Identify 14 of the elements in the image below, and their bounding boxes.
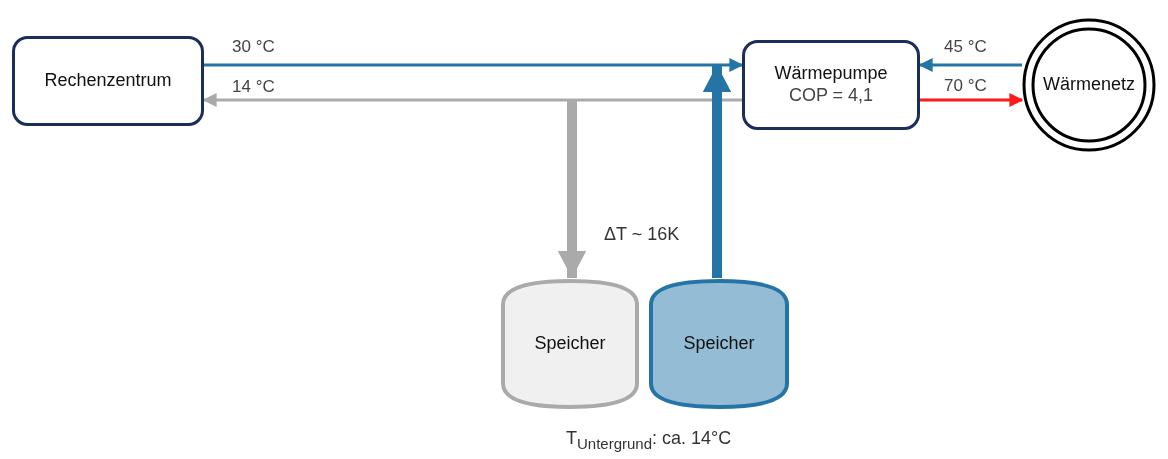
node-title: Wärmenetz xyxy=(1043,74,1135,96)
arrow xyxy=(920,93,1024,107)
annotation-text: T$_{Untergrund}$: ca. 14°C xyxy=(566,428,732,452)
arrow xyxy=(204,58,744,72)
annotation-text: ΔT ~ 16K xyxy=(604,224,680,245)
arrow xyxy=(557,100,587,278)
node-title: Wärmepumpe xyxy=(774,63,888,85)
node-title: Speicher xyxy=(683,333,755,355)
arrow xyxy=(702,65,732,278)
arrow xyxy=(202,93,742,107)
node-value: COP = 4,1 xyxy=(788,85,874,107)
node-title: Rechenzentrum xyxy=(44,70,172,92)
arrow xyxy=(918,58,1022,72)
node-title: Speicher xyxy=(534,333,606,355)
